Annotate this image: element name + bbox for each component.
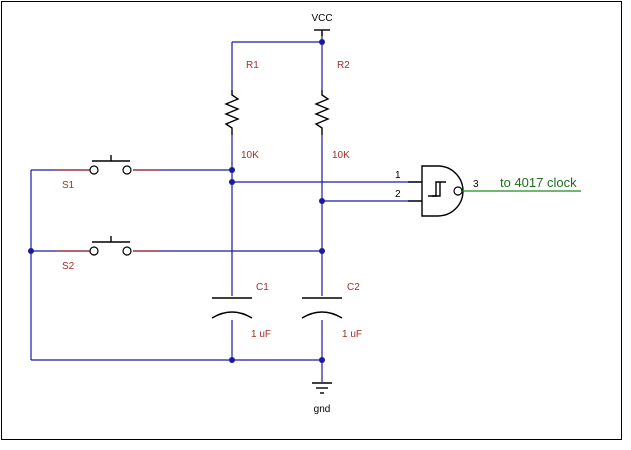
junction-s2-left — [28, 248, 34, 254]
output-label: to 4017 clock — [500, 175, 577, 190]
junction-s2-right — [319, 248, 325, 254]
s1-switch — [57, 155, 160, 175]
c1-value: 1 uF — [251, 329, 271, 340]
wires — [30, 32, 422, 382]
s1-label: S1 — [62, 180, 75, 191]
junction-in2 — [319, 198, 325, 204]
r1-value: 10K — [241, 150, 259, 161]
diagram-frame — [1, 1, 622, 440]
ground-symbol — [312, 382, 332, 394]
c1-label: C1 — [256, 282, 269, 293]
junction-s1 — [229, 167, 235, 173]
c2-label: C2 — [347, 282, 360, 293]
gnd-label: gnd — [314, 404, 331, 415]
c2-value: 1 uF — [342, 329, 362, 340]
s2-label: S2 — [62, 261, 75, 272]
junction-in1 — [229, 179, 235, 185]
nand-schmitt-gate — [408, 165, 581, 217]
vcc-label: VCC — [311, 13, 332, 24]
r2-label: R2 — [337, 60, 350, 71]
c1-capacitor — [211, 297, 253, 319]
r1-resistor — [224, 90, 240, 135]
r2-resistor — [314, 90, 330, 135]
r1-label: R1 — [246, 60, 259, 71]
pin-1-label: 1 — [395, 170, 401, 181]
junction-c2-gnd — [319, 357, 325, 363]
c2-capacitor — [301, 297, 343, 319]
vcc-symbol — [314, 29, 330, 36]
s2-switch — [57, 236, 160, 256]
junctions — [28, 39, 325, 363]
junction-c1-gnd — [229, 357, 235, 363]
junction-vcc — [319, 39, 325, 45]
r2-value: 10K — [332, 150, 350, 161]
inverter-bubble — [453, 186, 463, 196]
pin-3-label: 3 — [473, 179, 479, 190]
pin-2-label: 2 — [395, 189, 401, 200]
